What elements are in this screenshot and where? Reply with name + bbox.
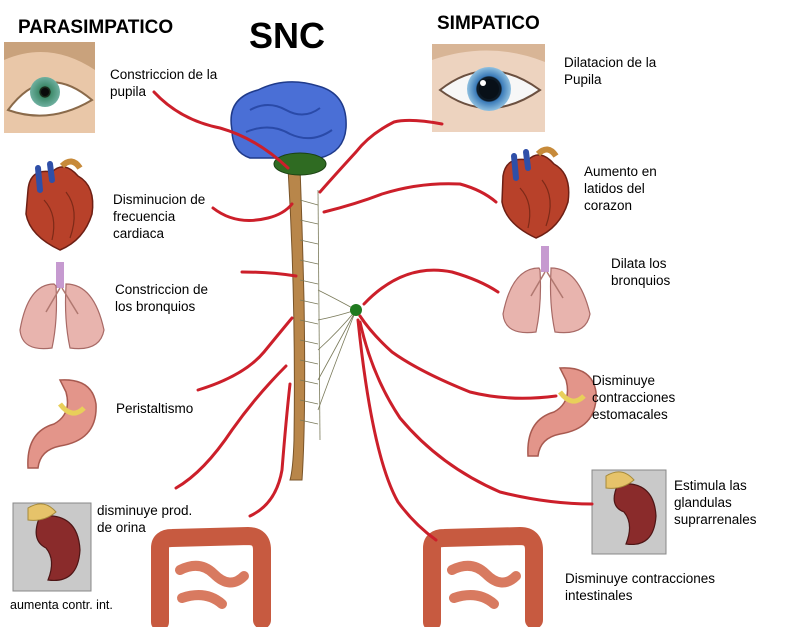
para-stomach-line-1: Peristaltismo: [116, 401, 194, 416]
symp-heart-label: Aumento en latidos del corazon: [584, 163, 657, 214]
para-intestine-line-1: aumenta contr. int.: [10, 598, 113, 612]
brain-image: [230, 81, 347, 176]
right-heart-image: [501, 146, 570, 239]
para-kidney-line-1: disminuye prod.: [97, 503, 193, 518]
para-pupil-line-2: pupila: [110, 84, 147, 99]
symp-adrenal-label: Estimula las glandulas suprarrenales: [674, 477, 757, 528]
left-lungs-image: [19, 262, 105, 350]
symp-intestine-line-1: Disminuye contracciones: [565, 571, 716, 586]
symp-heart-line-1: Aumento en: [584, 164, 657, 179]
para-stomach-label: Peristaltismo: [116, 400, 193, 417]
sympathetic-chain: [299, 189, 357, 441]
left-intestine-image: [151, 526, 271, 627]
symp-adrenal-line-3: suprarrenales: [674, 512, 757, 527]
symp-lungs-line-1: Dilata los: [611, 256, 667, 271]
right-lungs-image: [502, 246, 591, 334]
symp-lungs-line-2: bronquios: [611, 273, 671, 288]
para-lungs-line-1: Constriccion de: [115, 282, 209, 297]
symp-intestine-line-2: intestinales: [565, 588, 633, 603]
snc-header: SNC: [249, 15, 326, 56]
right-kidney-image: [591, 469, 667, 555]
para-heart-line-2: frecuencia: [113, 209, 176, 224]
right-stomach-image: [527, 367, 597, 457]
symp-adrenal-line-2: glandulas: [674, 495, 732, 510]
para-pupil-label: Constriccion de la pupila: [110, 66, 217, 100]
right-intestine-image: [423, 526, 543, 627]
symp-pupil-line-2: Pupila: [564, 72, 602, 87]
symp-stomach-line-1: Disminuye: [592, 373, 656, 388]
symp-adrenal-line-1: Estimula las: [674, 478, 747, 493]
parasympathetic-nerve-lines: [152, 90, 298, 518]
spinal-cord: [287, 167, 306, 481]
symp-pupil-line-1: Dilatacion de la: [564, 55, 657, 70]
para-lungs-line-2: los bronquios: [115, 299, 196, 314]
parasympathetic-header: PARASIMPATICO: [18, 17, 174, 38]
symp-stomach-line-2: contracciones: [592, 390, 676, 405]
symp-stomach-line-3: estomacales: [592, 407, 668, 422]
para-pupil-line-1: Constriccion de la: [110, 67, 218, 82]
ganglion: [350, 304, 362, 316]
sympathetic-header: SIMPATICO: [437, 13, 540, 34]
symp-stomach-label: Disminuye contracciones estomacales: [592, 372, 675, 423]
para-heart-line-3: cardiaca: [113, 226, 165, 241]
right-eye-image: [432, 44, 545, 132]
left-eye-image: [4, 42, 95, 133]
para-heart-label: Disminucion de frecuencia cardiaca: [113, 191, 205, 242]
sympathetic-nerve-lines: [318, 118, 594, 542]
para-kidney-label: disminuye prod. de orina: [97, 502, 192, 536]
symp-lungs-label: Dilata los bronquios: [611, 255, 670, 289]
para-heart-line-1: Disminucion de: [113, 192, 206, 207]
left-heart-image: [25, 158, 94, 251]
symp-heart-line-3: corazon: [584, 198, 633, 213]
para-lungs-label: Constriccion de los bronquios: [115, 281, 208, 315]
left-kidney-image: [12, 502, 92, 592]
left-stomach-image: [27, 379, 97, 469]
para-intestine-label: aumenta contr. int.: [10, 597, 113, 614]
symp-heart-line-2: latidos del: [584, 181, 645, 196]
symp-pupil-label: Dilatacion de la Pupila: [564, 54, 656, 88]
symp-intestine-label: Disminuye contracciones intestinales: [565, 570, 715, 604]
para-kidney-line-2: de orina: [97, 520, 146, 535]
